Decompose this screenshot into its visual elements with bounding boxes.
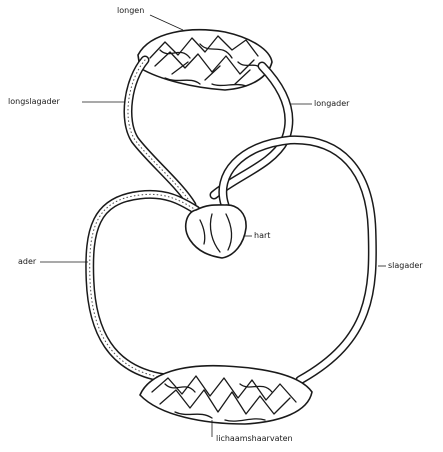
body-capillaries bbox=[140, 366, 312, 424]
label-longader: longader bbox=[314, 99, 349, 109]
label-hart: hart bbox=[254, 231, 270, 241]
label-ader: ader bbox=[18, 257, 36, 267]
vena-cava bbox=[90, 194, 196, 378]
heart bbox=[186, 205, 246, 258]
leader-longen bbox=[150, 15, 183, 30]
label-slagader: slagader bbox=[388, 261, 423, 271]
label-lichaamshaarvaten: lichaamshaarvaten bbox=[216, 434, 293, 444]
label-longslagader: longslagader bbox=[8, 97, 60, 107]
label-longen: longen bbox=[117, 6, 144, 16]
lung-capillaries bbox=[138, 30, 272, 90]
